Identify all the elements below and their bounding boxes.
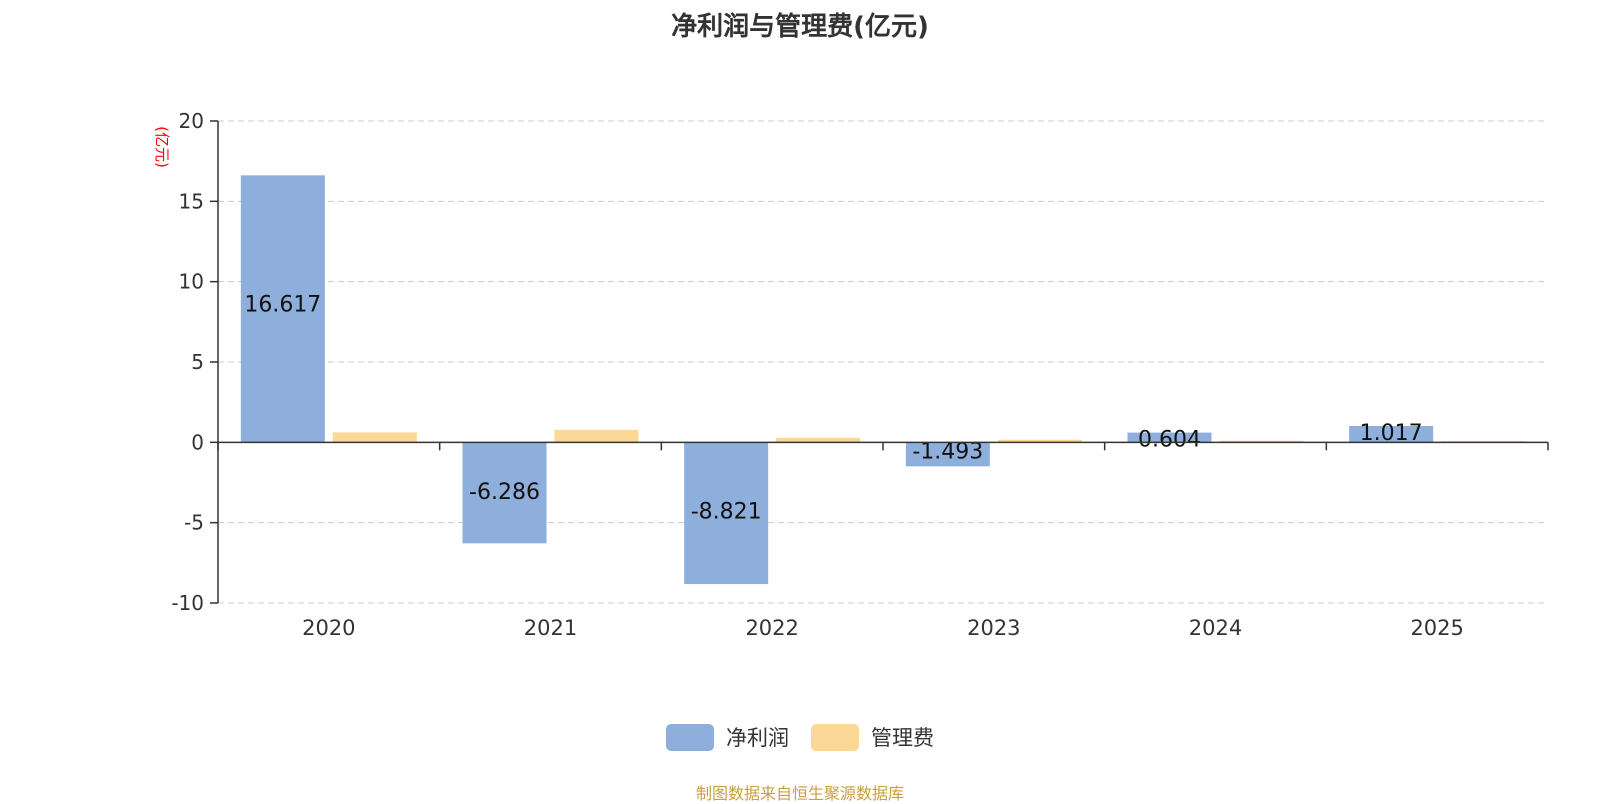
bar-net-profit <box>240 175 325 443</box>
bar-net-profit <box>462 442 547 544</box>
data-label: -8.821 <box>691 499 762 524</box>
x-tick-label: 2025 <box>1410 616 1463 640</box>
source-note: 制图数据来自恒生聚源数据库 <box>695 784 904 803</box>
legend-swatch-admin-expense <box>811 723 859 751</box>
x-tick-label: 2020 <box>302 616 355 640</box>
bar-net-profit <box>1127 432 1212 443</box>
data-label: 0.604 <box>1138 428 1201 453</box>
x-tick-label: 2022 <box>745 616 798 640</box>
bar-net-profit <box>1349 425 1434 443</box>
bar-admin-expense <box>997 439 1082 443</box>
legend-swatch-net-profit <box>666 723 714 751</box>
data-label: 16.617 <box>244 293 321 318</box>
data-label: -6.286 <box>469 480 540 505</box>
y-tick-label: -10 <box>171 591 204 615</box>
legend-label-net-profit: 净利润 <box>726 726 789 750</box>
x-tick-label: 2024 <box>1189 616 1242 640</box>
x-tick-label: 2023 <box>967 616 1020 640</box>
legend-label-admin-expense: 管理费 <box>871 726 934 750</box>
legend-item-net-profit[interactable]: 净利润 <box>666 722 789 752</box>
y-axis-title: (亿元) <box>153 126 171 168</box>
y-tick-label: 20 <box>179 109 204 133</box>
bar-admin-expense <box>332 432 417 443</box>
y-tick-label: 5 <box>191 350 204 374</box>
legend: 净利润 管理费 <box>0 722 1600 752</box>
y-tick-label: 0 <box>191 430 204 454</box>
chart-title: 净利润与管理费(亿元) <box>671 12 929 42</box>
bar-admin-expense <box>1219 440 1304 443</box>
y-tick-label: 10 <box>179 270 204 294</box>
bar-admin-expense <box>554 429 639 443</box>
data-label: -1.493 <box>912 439 983 464</box>
bar-net-profit <box>684 442 769 585</box>
bar-net-profit <box>905 442 990 467</box>
y-tick-label: -5 <box>184 511 204 535</box>
x-tick-label: 2021 <box>524 616 577 640</box>
y-tick-label: 15 <box>179 189 204 213</box>
legend-item-admin-expense[interactable]: 管理费 <box>811 722 934 752</box>
bar-admin-expense <box>776 437 861 443</box>
